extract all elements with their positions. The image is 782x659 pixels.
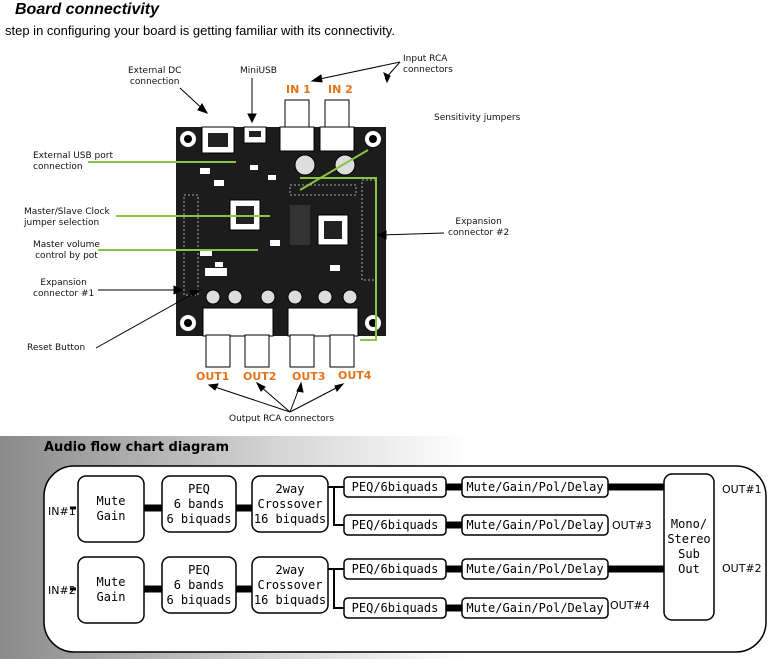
- label-miniusb: MiniUSB: [240, 66, 277, 76]
- connector-in2: IN 2: [328, 83, 353, 96]
- label-reset: Reset Button: [27, 343, 86, 353]
- mgpd-text-2: Mute/Gain/Pol/Delay: [466, 517, 604, 532]
- label-in1: IN#1: [48, 505, 76, 518]
- peq-small-3: [343, 558, 447, 580]
- label-out2: OUT#2: [722, 562, 762, 575]
- label-master-volume: Master volume control by pot: [33, 240, 100, 261]
- connector-in1: IN 1: [286, 83, 311, 96]
- rca-out1: [205, 334, 231, 368]
- sensitivity-pot: [294, 154, 316, 176]
- connector-out1: OUT1: [196, 370, 230, 383]
- peq-box-2: [161, 556, 237, 614]
- peq-small-4: [343, 597, 447, 619]
- crossover-text-2: 2way Crossover 16 biquads: [253, 562, 327, 607]
- peq-box-1: [161, 475, 237, 533]
- rca-out4: [329, 334, 355, 368]
- crossover-text-1: 2way Crossover 16 biquads: [253, 481, 327, 526]
- label-sensitivity: Sensitivity jumpers: [434, 113, 521, 123]
- label-ext-usb: External USB port connection: [33, 151, 113, 172]
- connector-out3: OUT3: [292, 370, 326, 383]
- mgpd-text-3: Mute/Gain/Pol/Delay: [466, 561, 604, 576]
- label-input-rca: Input RCA connectors: [403, 54, 453, 75]
- mgpd-box-3: [461, 558, 609, 580]
- mute-gain-text-2: Mute Gain: [96, 575, 126, 604]
- connector-out4: OUT4: [338, 369, 372, 382]
- label-external-dc: External DC connection: [128, 66, 182, 87]
- label-in2: IN#2: [48, 584, 76, 597]
- section-title: Board connectivity: [15, 1, 160, 18]
- crossover-box-2: [251, 556, 329, 614]
- mono-stereo-box: [663, 473, 715, 621]
- peq-small-1: [343, 476, 447, 498]
- peq-small-text-1: PEQ/6biquads: [351, 479, 439, 494]
- rca-in1: [284, 99, 310, 131]
- peq-text-2: PEQ 6 bands 6 biquads: [166, 562, 232, 607]
- mgpd-box-1: [461, 476, 609, 498]
- connector-out2: OUT2: [243, 370, 277, 383]
- peq-small-2: [343, 514, 447, 536]
- peq-text-1: PEQ 6 bands 6 biquads: [166, 481, 232, 526]
- label-out1: OUT#1: [722, 483, 762, 496]
- flow-title: Audio flow chart diagram: [44, 440, 230, 455]
- label-output-rca: Output RCA connectors: [229, 414, 335, 424]
- label-out4: OUT#4: [610, 599, 650, 612]
- sensitivity-pot: [334, 154, 356, 176]
- rca-out3: [289, 334, 315, 368]
- peq-small-text-3: PEQ/6biquads: [351, 561, 439, 576]
- mgpd-text-4: Mute/Gain/Pol/Delay: [466, 600, 604, 615]
- peq-small-text-2: PEQ/6biquads: [351, 517, 439, 532]
- label-expansion-2: Expansion connector #2: [448, 217, 510, 238]
- label-expansion-1: Expansion connector #1: [33, 278, 95, 299]
- mute-gain-box-1: [77, 475, 145, 543]
- mono-stereo-text: Mono/ Stereo Sub Out: [667, 517, 711, 576]
- mgpd-box-4: [461, 597, 609, 619]
- rca-out2: [244, 334, 270, 368]
- crossover-box-1: [251, 475, 329, 533]
- rca-out-base: [287, 307, 359, 337]
- mgpd-box-2: [461, 514, 609, 536]
- mute-gain-box-2: [77, 556, 145, 624]
- rca-in2: [324, 99, 350, 131]
- board-diagram: [88, 61, 445, 413]
- peq-small-text-4: PEQ/6biquads: [351, 600, 439, 615]
- mute-gain-text-1: Mute Gain: [96, 494, 126, 523]
- rca-out-base: [202, 307, 274, 337]
- flow-diagram: [0, 436, 782, 659]
- chip: [290, 205, 310, 245]
- label-master-slave: Master/Slave Clock jumper selection: [24, 207, 110, 228]
- label-out3: OUT#3: [612, 519, 652, 532]
- mgpd-text-1: Mute/Gain/Pol/Delay: [466, 479, 604, 494]
- section-intro: step in configuring your board is gettin…: [5, 23, 395, 38]
